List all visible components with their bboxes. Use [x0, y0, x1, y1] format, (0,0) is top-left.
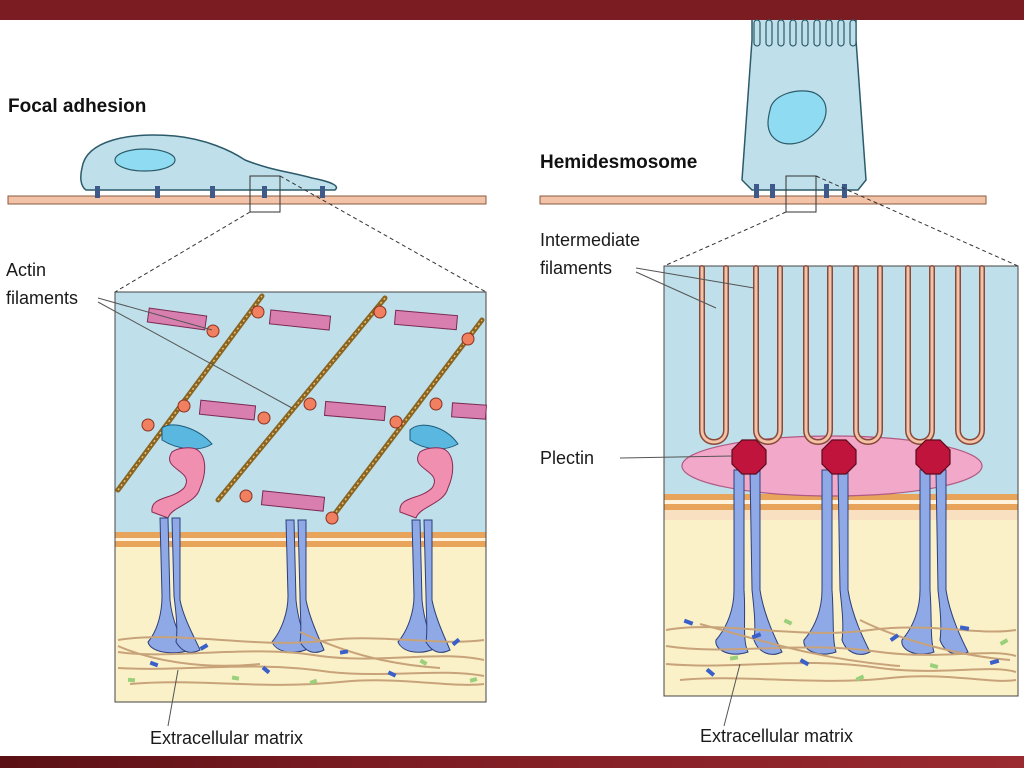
hemi-substrate: [539, 195, 987, 205]
hemidesmosome-title: Hemidesmosome: [540, 152, 697, 173]
hemi-intermediate-filaments-fill: [700, 266, 984, 444]
intermediate-label-line2: filaments: [540, 258, 612, 278]
focal-matrix-particles: [127, 637, 478, 685]
focal-matrix-label: Extracellular matrix: [150, 728, 303, 748]
focal-zoom-line-right: [279, 175, 487, 293]
hemi-zoom-line-right: [815, 175, 1019, 267]
hemi-matrix-label: Extracellular matrix: [700, 726, 853, 746]
focal-crosslinker-dots: [141, 305, 475, 525]
focal-zoom-box: [249, 175, 281, 213]
bottom-frame-bar: [0, 756, 1024, 768]
focal-adhesion-title: Focal adhesion: [8, 96, 146, 117]
actin-label-line1: Actin: [6, 260, 46, 280]
focal-zoom-line-left: [114, 211, 251, 293]
focal-matrix-fibers: [117, 631, 485, 686]
actin-label-line2: filaments: [6, 288, 78, 308]
hemi-matrix-leader: [723, 663, 741, 727]
plectin-leader: [619, 455, 733, 459]
hemi-cell: [741, 19, 867, 198]
focal-cell-nucleus: [114, 148, 176, 172]
actin-leader-lines: [97, 297, 293, 409]
hemi-matrix-fibers: [665, 619, 1017, 682]
hemi-integrin-receptors: [715, 469, 969, 655]
hemi-zoom-line-left: [663, 211, 787, 267]
intermediate-label-line1: Intermediate: [540, 230, 640, 250]
focal-matrix-leader: [167, 669, 179, 727]
focal-cell-contacts: [95, 186, 325, 198]
focal-actin-texture: [117, 295, 483, 521]
hemi-cell-nucleus: [767, 90, 827, 145]
focal-adaptor-proteins: [151, 424, 459, 519]
intermediate-leader-lines: [635, 267, 755, 309]
focal-integrin-receptors: [147, 517, 451, 654]
hemi-plectin-nodes: [731, 439, 951, 475]
hemi-matrix-particles: [683, 618, 1009, 682]
top-frame-bar: [0, 0, 1024, 20]
focal-substrate: [7, 195, 487, 205]
hemi-zoom-box: [785, 175, 817, 213]
plectin-label: Plectin: [540, 448, 594, 468]
